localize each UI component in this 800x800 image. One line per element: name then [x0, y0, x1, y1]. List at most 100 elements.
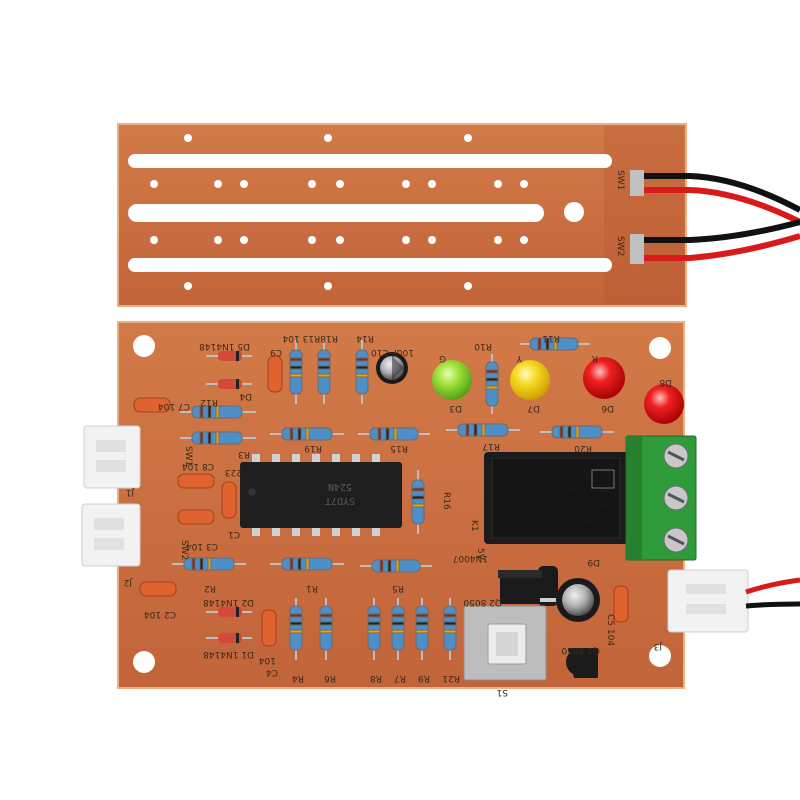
label-d7: D7 [527, 403, 540, 413]
resistor-r2 [172, 557, 246, 571]
label-r16: R16 [441, 492, 451, 510]
probe-slot-2 [128, 204, 544, 222]
resistor-r10 [485, 354, 499, 414]
probe-slot-1 [128, 154, 612, 168]
probe-label-sw1: SW1 [615, 170, 625, 190]
probe-holes [150, 134, 528, 290]
label-r17: R17 [482, 441, 500, 451]
label-r20: R20 [574, 443, 592, 453]
label-r8: R8 [370, 673, 382, 683]
label-d6: D6 [601, 403, 614, 413]
push-button-s1 [463, 605, 547, 681]
label-c5: C5 104 [605, 614, 615, 646]
label-r4: R4 [292, 673, 304, 683]
capacitor-c3 [177, 509, 215, 525]
label-j3: J3 [654, 641, 663, 651]
resistor-r7 [391, 598, 405, 660]
label-r9: R9 [418, 673, 430, 683]
label-c2: C2 104 [144, 609, 176, 619]
label-r14: R14 [356, 333, 374, 343]
label-c8: C8 104 [182, 461, 214, 471]
label-led-y: Y [516, 353, 523, 363]
resistor-r12 [180, 405, 256, 419]
label-r12: R12 [200, 397, 218, 407]
resistor-r19 [270, 427, 344, 441]
resistor-r8 [367, 598, 381, 660]
label-r15: R15 [390, 443, 408, 453]
screw-terminal [625, 435, 697, 561]
resistor-r13 [317, 340, 331, 404]
label-d9: D9 [587, 557, 600, 567]
label-r21: R21 [442, 673, 460, 683]
led-yellow [510, 360, 550, 400]
ic-marking-line1: SYD7T [325, 495, 355, 506]
label-c10: 10uF C10 [371, 347, 414, 357]
resistor-r3 [180, 431, 256, 445]
label-in4007: 1N4007 [453, 553, 488, 563]
capacitor-c5 [613, 585, 629, 623]
transistors [498, 570, 598, 678]
probe-label-sw2: SW2 [615, 236, 625, 256]
label-c4: C4 [266, 667, 278, 677]
diode-d5 [206, 351, 252, 361]
label-c9: C9 [270, 347, 282, 357]
label-r10: R10 [474, 341, 492, 351]
capacitor-c223 [221, 481, 237, 519]
label-k1: K1 [469, 520, 479, 532]
resistor-r18 [289, 340, 303, 404]
relay-text-line1: CHINA [582, 515, 610, 525]
resistor-r6 [319, 598, 333, 660]
resistor-r21 [443, 598, 457, 660]
label-led-g: G [439, 353, 446, 363]
resistor-r14 [355, 340, 369, 404]
ic-chip: SYD7T 524N [240, 454, 402, 536]
resistor-r16 [411, 470, 425, 534]
label-r11: R11 [542, 333, 560, 343]
label-d1: D1 1N4148 [203, 649, 254, 659]
label-c7: C7 104 [158, 401, 190, 411]
label-r2: R2 [204, 583, 216, 593]
label-sw2: SW2 [179, 540, 189, 560]
diode-d4 [206, 379, 252, 389]
transistor-q1 [566, 648, 598, 678]
led-red-2 [644, 384, 684, 424]
capacitor-c4 [261, 609, 277, 647]
label-c3: C3 104 [186, 541, 218, 551]
connector-j1 [83, 425, 141, 489]
resistor-r17 [446, 423, 520, 437]
diode-d2 [206, 607, 252, 617]
label-s1: S1 [497, 687, 508, 697]
label-r6: R6 [324, 673, 336, 683]
ceramic-capacitors [133, 355, 629, 647]
resistors [172, 337, 614, 660]
label-5v: 5V [475, 548, 485, 561]
relay-text-line4: HY4100F-DC5V [544, 467, 610, 477]
probe-mount-hole [564, 202, 584, 222]
capacitor-c2 [139, 581, 177, 597]
led-green [432, 360, 472, 400]
label-d8: D8 [659, 377, 672, 387]
label-d4: D4 [239, 391, 252, 401]
resistor-r1 [270, 557, 344, 571]
capacitor-electrolytic-2 [556, 578, 600, 622]
resistor-r15 [358, 427, 430, 441]
label-r19: R19 [304, 443, 322, 453]
ic-marking-line2: 524N [328, 481, 352, 492]
probe-copper-pad [604, 126, 684, 304]
label-r3: R3 [238, 449, 250, 459]
label-d3: D3 [449, 403, 462, 413]
led-red-1 [583, 357, 625, 399]
capacitor-c8 [177, 473, 215, 489]
diodes [206, 351, 558, 643]
main-board: SYD7T 524N CHINA 3A 30VDC 3A 220VAC HY41… [81, 321, 800, 697]
resistor-r9 [415, 598, 429, 660]
silkscreen-labels: D5 1N4148 C7 104 D4 R12 R18R13 104 C9 R1… [124, 333, 672, 697]
capacitor-c9 [267, 355, 283, 393]
transistor-q2 [498, 570, 542, 604]
label-d2: D2 1N4148 [203, 597, 254, 607]
relay-text-line3: 3A 220VAC [561, 483, 610, 493]
label-led-r: R [592, 353, 598, 363]
probe-slot-3 [128, 258, 612, 272]
label-q1: Q1 8050 [561, 645, 600, 655]
